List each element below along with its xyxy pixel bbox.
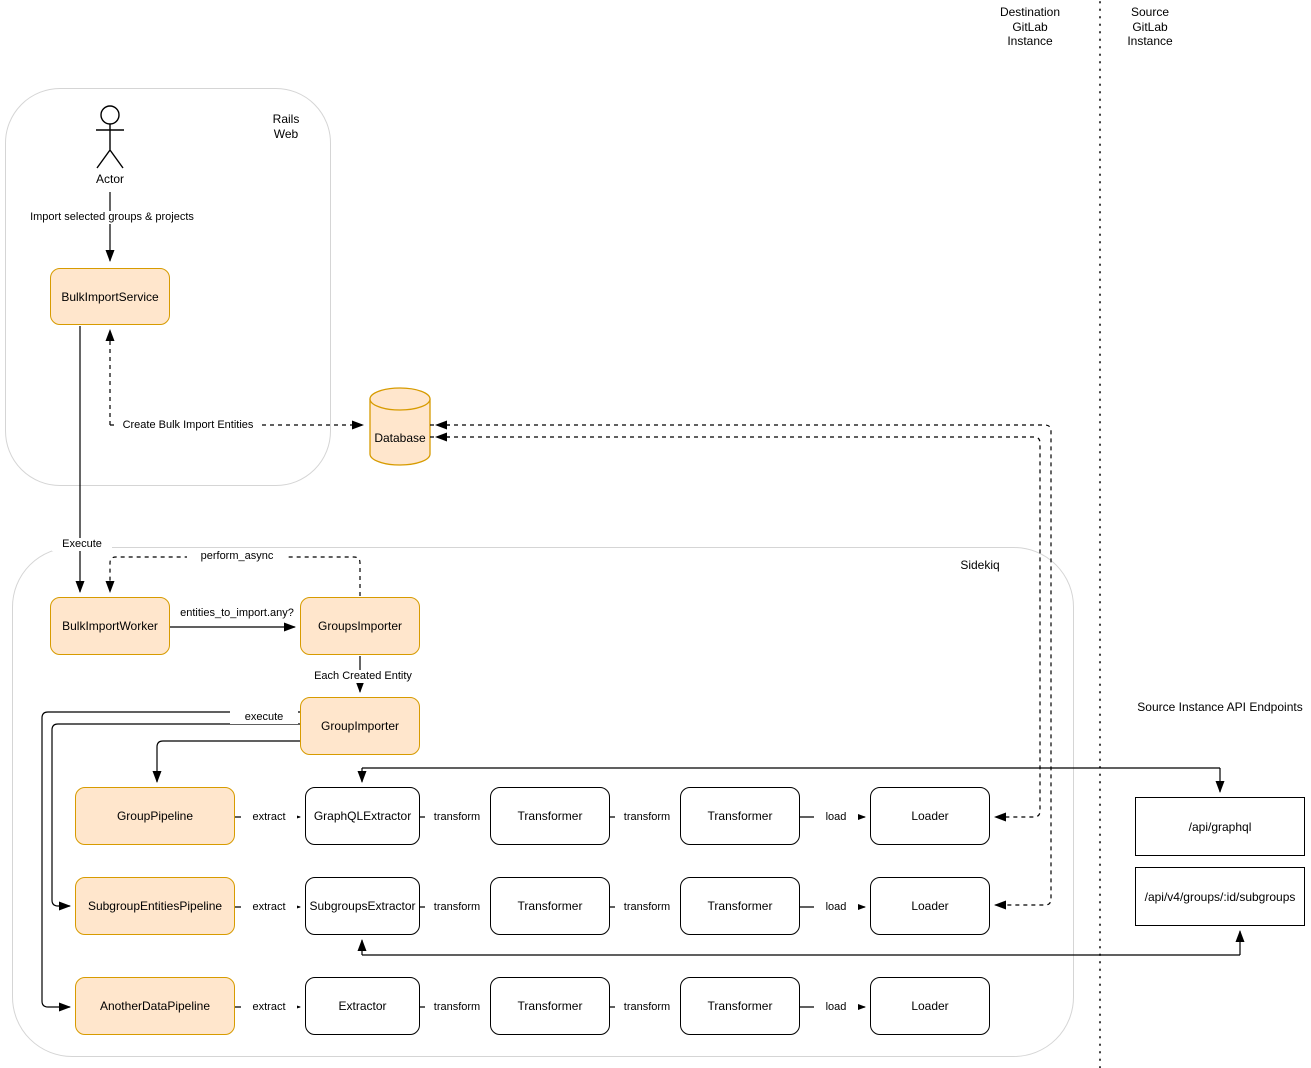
api-endpoint-subgroups: /api/v4/groups/:id/subgroups	[1135, 867, 1305, 926]
edge-label-extract-r2: extract	[241, 901, 297, 914]
edge-label-load-r2: load	[814, 901, 858, 914]
source-instance-label: Source GitLab Instance	[1127, 5, 1173, 48]
edge-label-transform1-r3: transform	[425, 1001, 489, 1014]
database-label: Database	[374, 431, 426, 445]
node-extractor-graphql: GraphQLExtractor	[305, 787, 420, 845]
node-bulkimportworker: BulkImportWorker	[50, 597, 170, 655]
api-endpoint-graphql: /api/graphql	[1135, 797, 1305, 856]
edge-label-execute-loop: execute	[230, 711, 298, 724]
edge-label-transform1-r1: transform	[425, 811, 489, 824]
edge-label-perform-async: perform_async	[187, 550, 287, 563]
actor-label: Actor	[95, 172, 124, 186]
edge-label-execute: Execute	[52, 538, 112, 551]
api-endpoints-title: Source Instance API Endpoints	[1137, 700, 1303, 714]
edge-label-each-created-entity: Each Created Entity	[303, 670, 423, 683]
node-pipeline-subgroupentities: SubgroupEntitiesPipeline	[75, 877, 235, 935]
node-transformer2-r1: Transformer	[680, 787, 800, 845]
sidekiq-container-label: Sidekiq	[960, 558, 1000, 572]
node-transformer1-r2: Transformer	[490, 877, 610, 935]
database-icon	[369, 387, 431, 466]
node-groupsimporter: GroupsImporter	[300, 597, 420, 655]
edge-label-transform1-r2: transform	[425, 901, 489, 914]
destination-instance-label: Destination GitLab Instance	[999, 5, 1061, 48]
edge-label-extract-r3: extract	[241, 1001, 297, 1014]
edge-label-load-r3: load	[814, 1001, 858, 1014]
node-extractor-plain: Extractor	[305, 977, 420, 1035]
edge-label-entities-any: entities_to_import.any?	[166, 607, 308, 620]
edge-label-extract-r1: extract	[241, 811, 297, 824]
edge-label-transform2-r3: transform	[615, 1001, 679, 1014]
node-transformer1-r1: Transformer	[490, 787, 610, 845]
node-loader-r2: Loader	[870, 877, 990, 935]
node-loader-r3: Loader	[870, 977, 990, 1035]
node-pipeline-group: GroupPipeline	[75, 787, 235, 845]
edge-label-transform2-r1: transform	[615, 811, 679, 824]
node-extractor-subgroups: SubgroupsExtractor	[305, 877, 420, 935]
node-pipeline-anotherdata: AnotherDataPipeline	[75, 977, 235, 1035]
node-groupimporter: GroupImporter	[300, 697, 420, 755]
node-transformer2-r3: Transformer	[680, 977, 800, 1035]
node-loader-r1: Loader	[870, 787, 990, 845]
rails-web-container-label: Rails Web	[272, 112, 300, 141]
node-transformer2-r2: Transformer	[680, 877, 800, 935]
edge-label-transform2-r2: transform	[615, 901, 679, 914]
edge-label-import-selected: Import selected groups & projects	[22, 211, 202, 224]
edge-label-create-entities: Create Bulk Import Entities	[117, 419, 259, 432]
rails-web-container	[5, 88, 331, 486]
node-transformer1-r3: Transformer	[490, 977, 610, 1035]
edge-label-load-r1: load	[814, 811, 858, 824]
node-bulkimportservice: BulkImportService	[50, 268, 170, 325]
